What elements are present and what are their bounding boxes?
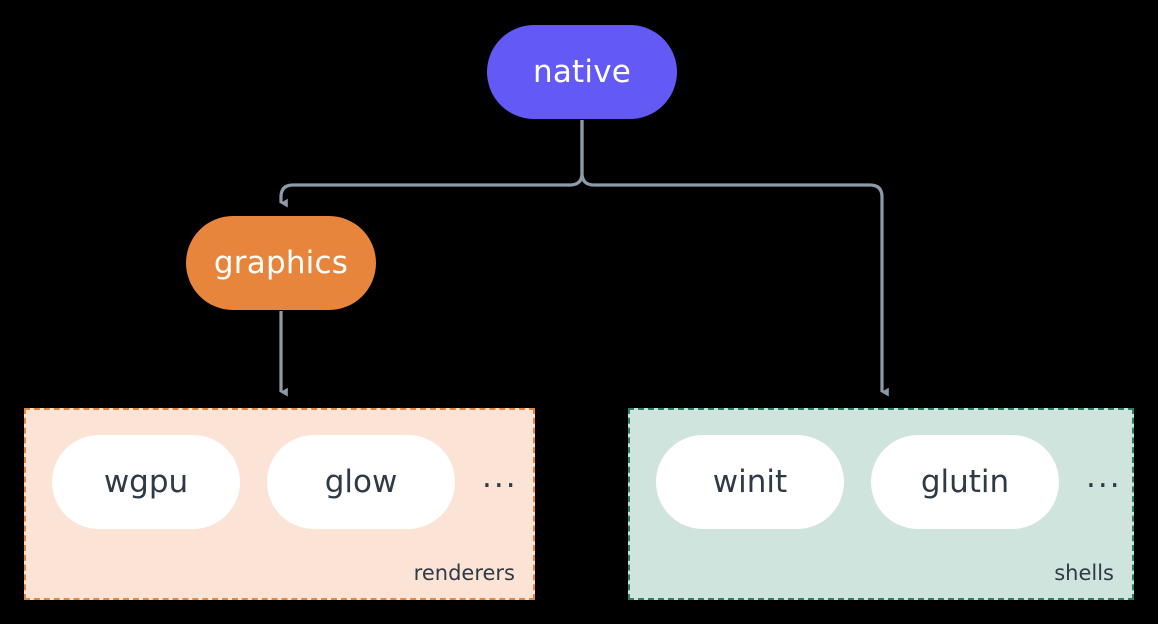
group-renderers-label: renderers [413, 561, 515, 585]
node-graphics[interactable]: graphics [186, 216, 376, 310]
renderers-overflow-ellipsis: ... [482, 458, 518, 495]
node-graphics-label: graphics [213, 244, 349, 281]
group-shells: winit glutin ... shells [628, 408, 1134, 600]
group-shells-label: shells [1054, 561, 1114, 585]
leaf-glutin-label: glutin [920, 463, 1010, 500]
node-native-label: native [532, 53, 632, 90]
leaf-winit[interactable]: winit [656, 435, 844, 529]
edge-native-to-graphics [279, 120, 584, 203]
edge-native-to-shells [580, 120, 882, 392]
leaf-glutin[interactable]: glutin [871, 435, 1059, 529]
leaf-wgpu-label: wgpu [103, 463, 189, 500]
group-renderers: wgpu glow ... renderers [24, 408, 535, 600]
node-native[interactable]: native [487, 25, 677, 119]
group-renderers-items: wgpu glow ... [52, 435, 518, 529]
leaf-winit-label: winit [712, 463, 788, 500]
leaf-glow[interactable]: glow [267, 435, 455, 529]
group-shells-items: winit glutin ... [656, 435, 1122, 529]
leaf-glow-label: glow [324, 463, 398, 500]
leaf-wgpu[interactable]: wgpu [52, 435, 240, 529]
shells-overflow-ellipsis: ... [1086, 458, 1122, 495]
